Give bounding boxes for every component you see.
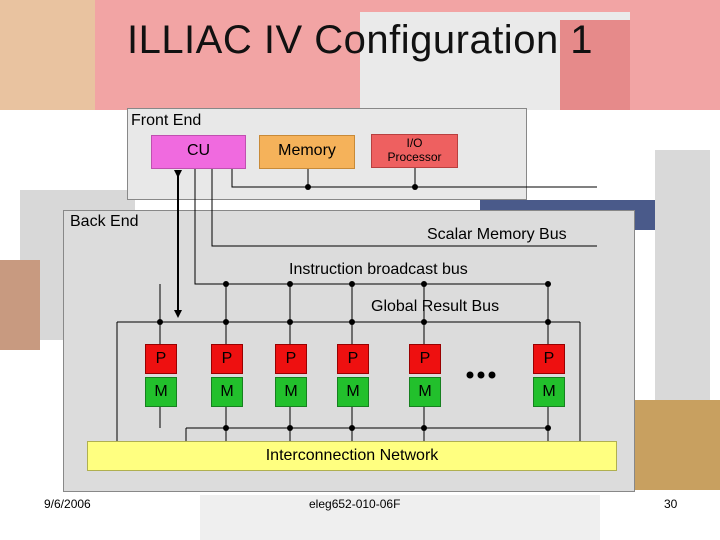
pe-memory-box: M bbox=[409, 377, 441, 407]
processor-box: P bbox=[145, 344, 177, 374]
ellipsis-dot bbox=[477, 371, 485, 379]
front-end-label: Front End bbox=[131, 112, 202, 129]
global-result-bus-label: Global Result Bus bbox=[371, 298, 500, 315]
memory-box: Memory bbox=[259, 135, 355, 169]
junction-dot bbox=[223, 425, 229, 431]
io-processor-box: I/O Processor bbox=[371, 134, 458, 168]
junction-dot bbox=[287, 319, 293, 325]
processor-box: P bbox=[211, 344, 243, 374]
junction-dot bbox=[223, 281, 229, 287]
footer-course: eleg652-010-06F bbox=[309, 497, 401, 511]
processor-box: P bbox=[337, 344, 369, 374]
book-page-right bbox=[655, 150, 710, 410]
book-spine-left bbox=[0, 260, 40, 350]
pe-memory-box: M bbox=[211, 377, 243, 407]
junction-dot bbox=[223, 319, 229, 325]
junction-dot bbox=[349, 281, 355, 287]
junction-dot bbox=[349, 425, 355, 431]
processor-box: P bbox=[275, 344, 307, 374]
pe-memory-box: M bbox=[145, 377, 177, 407]
io-label-line1: I/O bbox=[406, 136, 423, 150]
ellipsis-dot bbox=[488, 371, 496, 379]
scalar-memory-bus bbox=[211, 166, 597, 247]
footer-page-number: 30 bbox=[664, 497, 678, 511]
footer-date: 9/6/2006 bbox=[44, 497, 91, 511]
interconnection-network-box: Interconnection Network bbox=[87, 441, 617, 471]
junction-dot bbox=[349, 319, 355, 325]
junction-dot bbox=[545, 319, 551, 325]
io-label-line2: Processor bbox=[387, 150, 442, 164]
junction-dot bbox=[421, 281, 427, 287]
processor-box: P bbox=[409, 344, 441, 374]
junction-dot bbox=[305, 184, 311, 190]
front-end-memory-bus bbox=[231, 166, 597, 188]
instruction-bus-label: Instruction broadcast bus bbox=[289, 261, 468, 278]
pe-memory-box: M bbox=[533, 377, 565, 407]
pe-memory-box: M bbox=[337, 377, 369, 407]
junction-dot bbox=[421, 319, 427, 325]
junction-dot bbox=[545, 425, 551, 431]
junction-dot bbox=[545, 281, 551, 287]
junction-dot bbox=[287, 281, 293, 287]
instruction-broadcast-bus bbox=[194, 166, 548, 285]
junction-dot bbox=[287, 425, 293, 431]
cu-box: CU bbox=[151, 135, 246, 169]
book-page-bottom bbox=[200, 495, 600, 540]
junction-dot bbox=[157, 319, 163, 325]
junction-dot bbox=[412, 184, 418, 190]
book-cover-top-right bbox=[560, 20, 630, 110]
book-cover-left bbox=[0, 0, 95, 110]
book-cover-bottom-right bbox=[635, 400, 720, 490]
ellipsis-dot bbox=[466, 371, 474, 379]
slide-title: ILLIAC IV Configuration 1 bbox=[126, 18, 594, 62]
junction-dot bbox=[421, 425, 427, 431]
pe-memory-box: M bbox=[275, 377, 307, 407]
processor-box: P bbox=[533, 344, 565, 374]
back-end-label: Back End bbox=[70, 213, 139, 230]
scalar-memory-bus-label: Scalar Memory Bus bbox=[427, 226, 567, 243]
